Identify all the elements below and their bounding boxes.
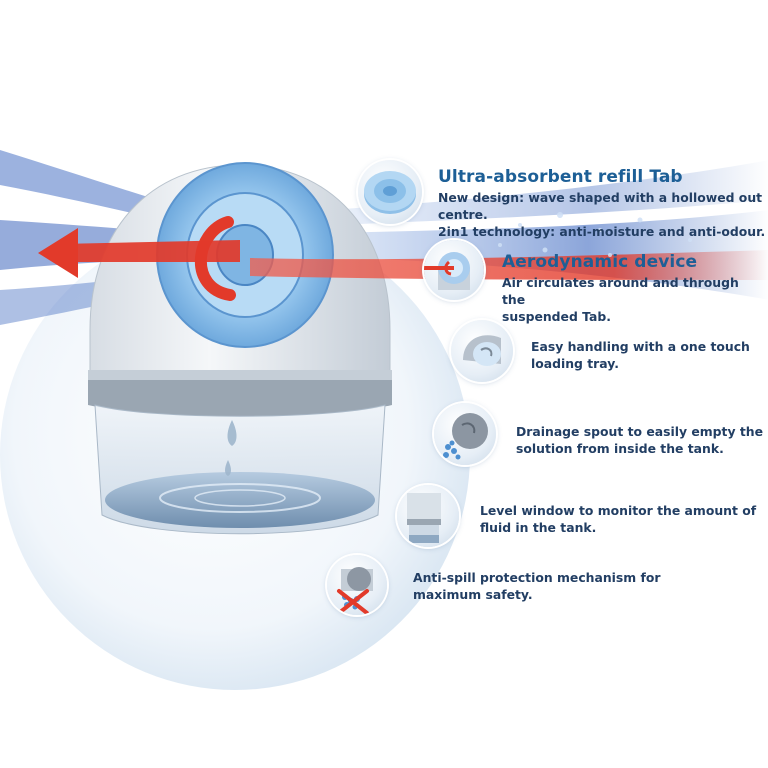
feature-text: solution from inside the tank. (516, 441, 724, 456)
feature-text: suspended Tab. (502, 309, 611, 324)
feature-text: Drainage spout to easily empty the (516, 424, 764, 439)
feature-drainage: Drainage spout to easily empty the solut… (516, 423, 766, 457)
anti-spill-icon (327, 555, 387, 615)
feature-text: Easy handling with a one touch (531, 339, 750, 354)
feature-text: New design: wave shaped with a hollowed … (438, 190, 763, 222)
feature-loading-tray: Easy handling with a one touch loading t… (531, 338, 761, 372)
refill-tab-icon (358, 160, 422, 224)
feature-text: Air circulates around and through the (502, 275, 739, 307)
feature-aerodynamic: Aerodynamic device Air circulates around… (502, 252, 764, 325)
feature-level-window: Level window to monitor the amount of fl… (480, 502, 766, 536)
loading-tray-icon (451, 320, 513, 382)
feature-text: Level window to monitor the amount of (480, 503, 757, 518)
feature-text: fluid in the tank. (480, 520, 597, 535)
feature-text: maximum safety. (413, 587, 533, 602)
feature-text: 2in1 technology: anti-moisture and anti-… (438, 224, 766, 239)
level-window-icon (397, 485, 459, 547)
feature-anti-spill: Anti-spill protection mechanism for maxi… (413, 569, 713, 603)
feature-title: Ultra-absorbent refill Tab (438, 167, 683, 187)
airflow-icon (424, 240, 484, 300)
feature-text: Anti-spill protection mechanism for (413, 570, 661, 585)
feature-title: Aerodynamic device (502, 252, 698, 272)
drainage-spout-icon (434, 403, 496, 465)
feature-text: loading tray. (531, 356, 619, 371)
feature-refill-tab: Ultra-absorbent refill Tab New design: w… (438, 167, 768, 240)
